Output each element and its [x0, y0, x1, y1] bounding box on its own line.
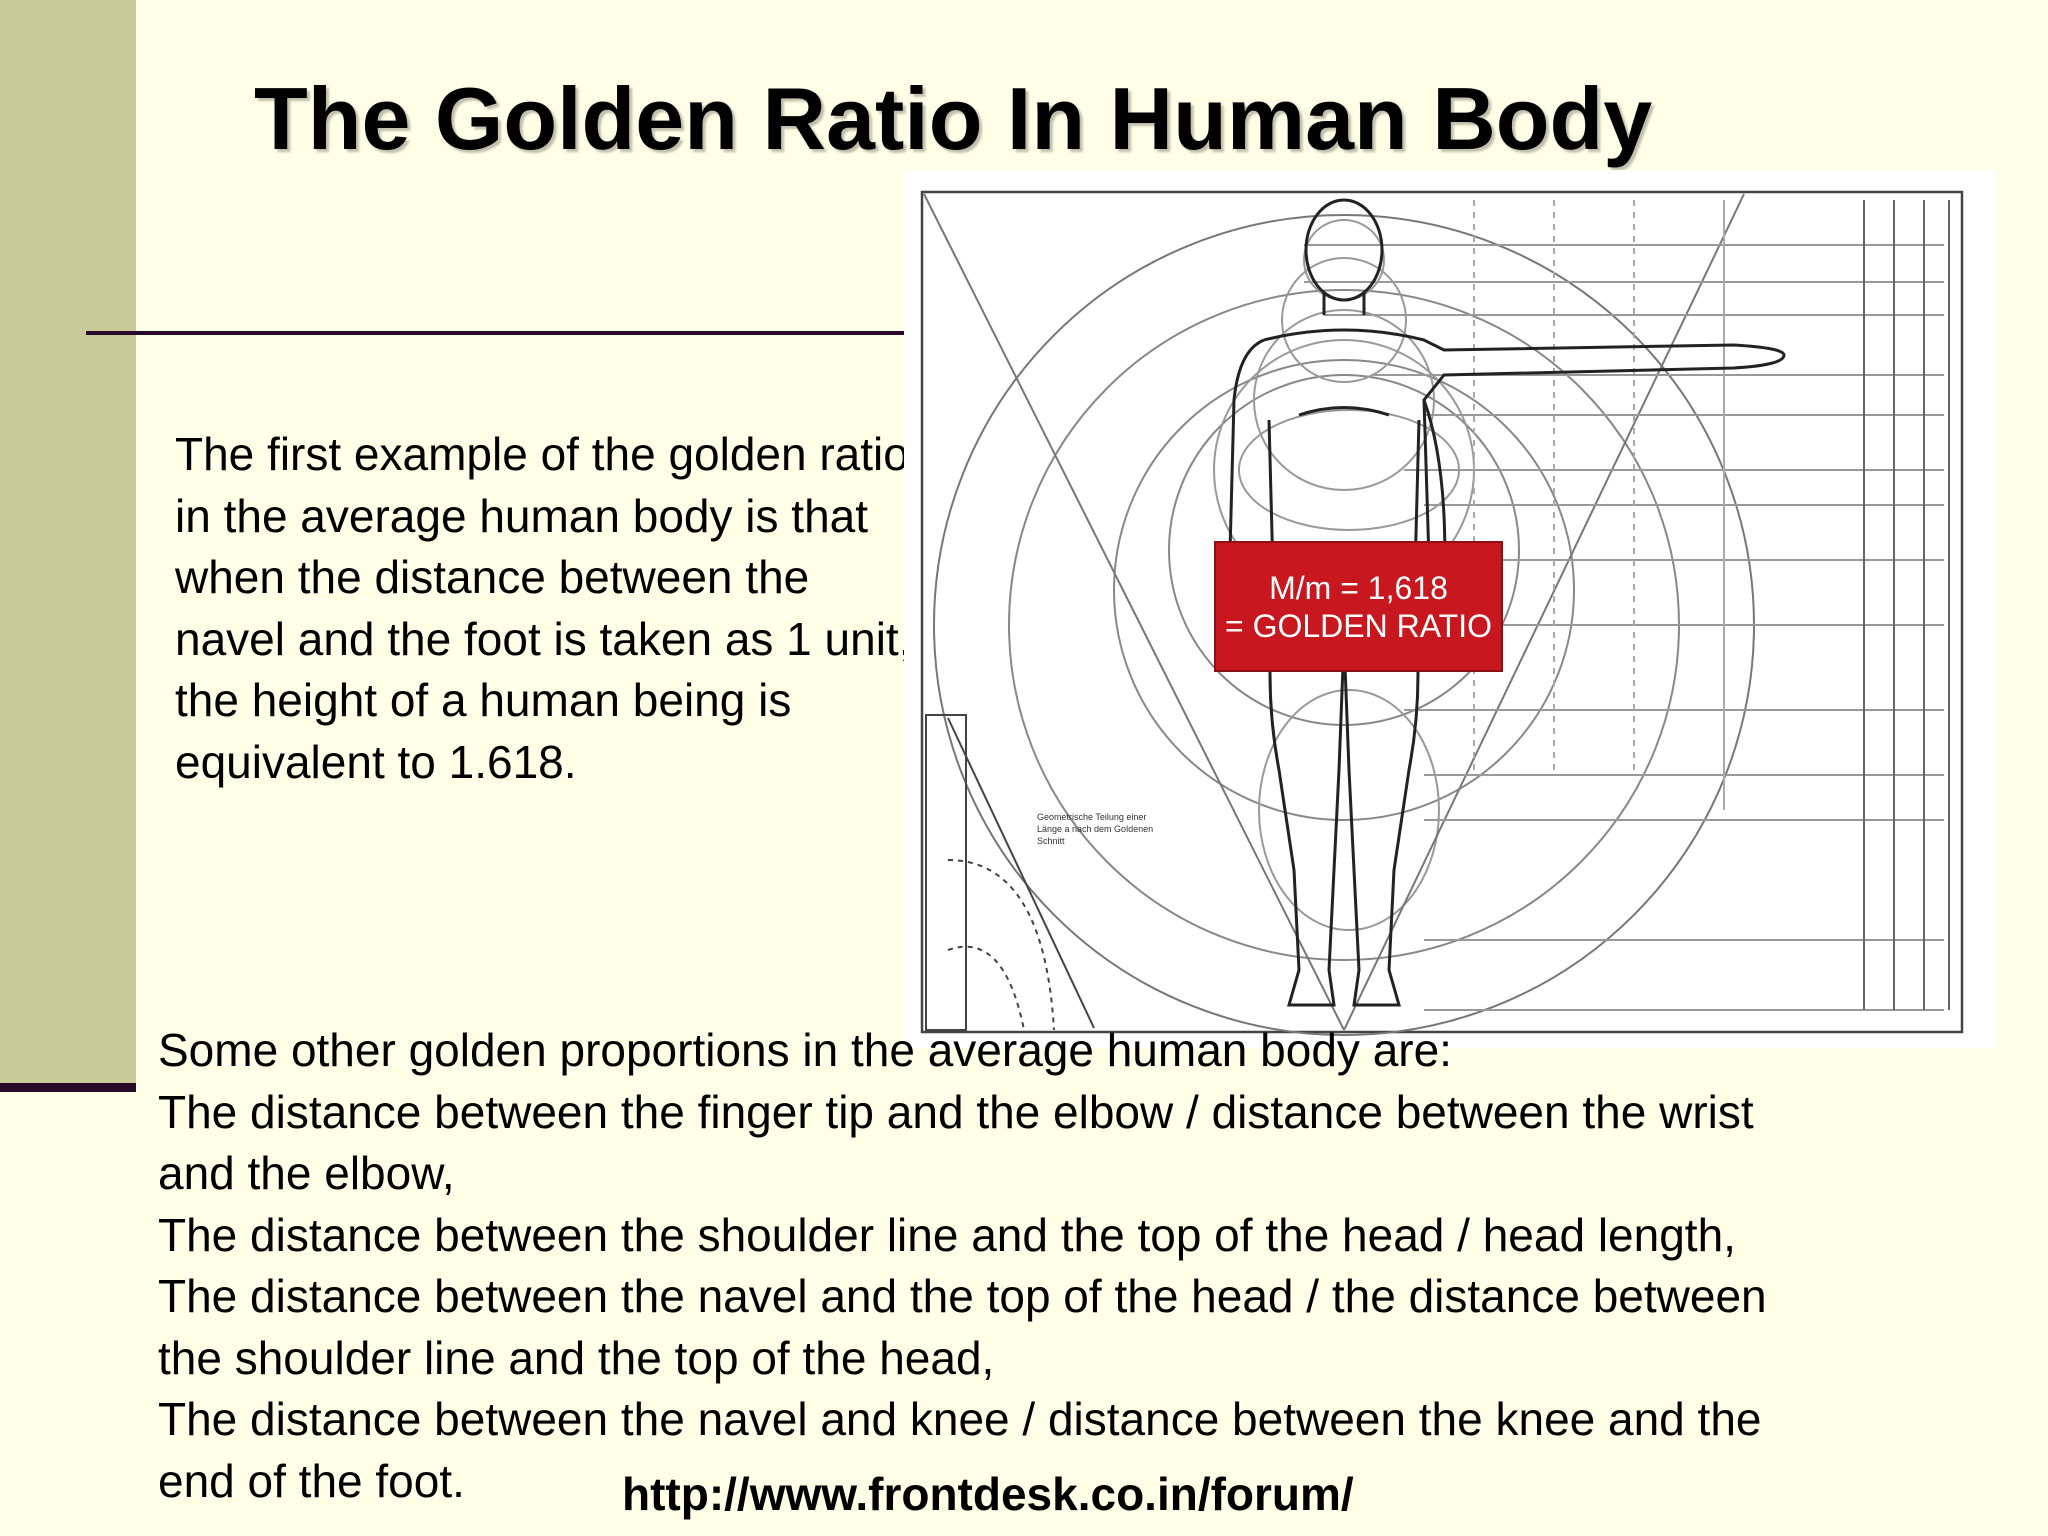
proportions-list: Some other golden proportions in the ave… — [158, 1020, 2018, 1512]
side-decor-rule — [0, 1083, 136, 1092]
proportions-line: The distance between the finger tip and … — [158, 1085, 1754, 1138]
proportions-line: The distance between the shoulder line a… — [158, 1208, 1736, 1261]
proportions-line: end of the foot. — [158, 1454, 465, 1507]
proportions-line: The distance between the navel and the t… — [158, 1270, 1767, 1322]
proportions-line: The distance between the navel and knee … — [158, 1393, 1762, 1445]
inset-caption-line-1: Geometrische Teilung einer — [1037, 812, 1146, 822]
golden-ratio-label-box: M/m = 1,618 = GOLDEN RATIO — [1214, 541, 1503, 672]
inset-caption-line-2: Länge a nach dem Goldenen — [1037, 824, 1153, 834]
intro-paragraph: The first example of the golden ratio in… — [175, 428, 912, 788]
source-url-link[interactable]: http://www.frontdesk.co.in/forum/ — [622, 1468, 1354, 1520]
side-decor-band — [0, 0, 136, 1083]
proportions-line: and the elbow, — [158, 1147, 455, 1199]
body-diagram-drawing: Geometrische Teilung einer Länge a nach … — [920, 190, 1964, 1036]
title-divider-line — [86, 331, 906, 335]
ratio-formula: M/m = 1,618 — [1269, 569, 1448, 606]
inset-caption-line-3: Schnitt — [1037, 836, 1065, 846]
proportions-line: Some other golden proportions in the ave… — [158, 1024, 1452, 1076]
golden-ratio-body-diagram: Geometrische Teilung einer Länge a nach … — [904, 170, 1996, 1048]
slide-title: The Golden Ratio In Human Body — [254, 69, 1653, 168]
ratio-caption: = GOLDEN RATIO — [1224, 607, 1492, 644]
proportions-line: the shoulder line and the top of the hea… — [158, 1331, 995, 1384]
